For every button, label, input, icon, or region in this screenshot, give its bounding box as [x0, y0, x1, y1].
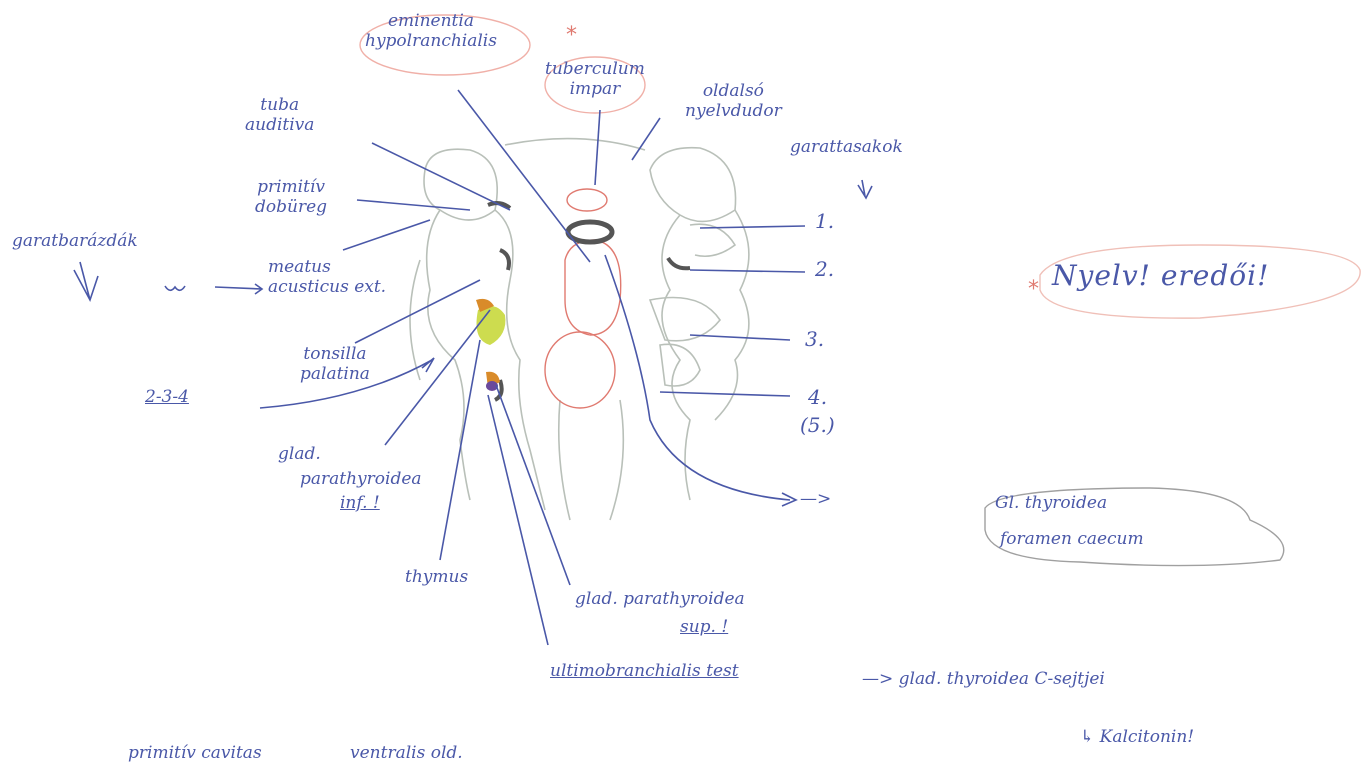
- asterisk-marks: * *: [566, 23, 1039, 302]
- parathyroid-inf-color: [476, 298, 494, 312]
- label-foramen-caecum: foramen caecum: [1000, 529, 1144, 549]
- arrows: [73, 179, 873, 507]
- label-tonsilla-palatina: tonsilla palatina: [300, 344, 370, 384]
- label-meatus: meatus acusticus ext.: [268, 257, 387, 297]
- label-c-sejtjei: —> glad. thyroidea C-sejtjei: [862, 669, 1105, 689]
- label-kalcitonin: ↳ Kalcitonin!: [1080, 727, 1195, 747]
- label-primitiv-cavitas: primitív cavitas: [128, 743, 262, 763]
- thyroid-outline: [984, 487, 1285, 567]
- tonsilla-color: [476, 306, 506, 345]
- svg-text:*: *: [566, 23, 577, 48]
- label-tuberculum-impar: tuberculum impar: [545, 59, 645, 99]
- eminentia-outline: [359, 14, 531, 76]
- label-number-3: 3.: [805, 327, 825, 351]
- label-number-2: 2.: [815, 257, 835, 281]
- label-foramen-arrow: —>: [800, 489, 832, 509]
- label-gl-thyroidea: Gl. thyroidea: [995, 493, 1108, 513]
- label-thymus: thymus: [405, 567, 469, 587]
- label-glad-sup-line2: sup. !: [680, 617, 729, 637]
- right-arrow-icon: [214, 283, 264, 295]
- nyelv-outline: [1039, 244, 1361, 319]
- ultimobranchial-color: [486, 381, 498, 391]
- label-garatbarazdak: garatbarázdák: [12, 231, 138, 251]
- svg-text:*: *: [1028, 277, 1039, 302]
- label-ventralis-old: ventralis old.: [350, 743, 463, 763]
- label-garattasakok: garattasakok: [790, 137, 903, 157]
- label-tuba-auditiva: tuba auditiva: [245, 95, 315, 135]
- pharynx-pencil-sketch: [409, 137, 750, 521]
- epiglottal-swelling-shape: [544, 331, 616, 409]
- down-arrow-icon: [73, 261, 99, 303]
- label-nyelv-eredoi: Nyelv! eredői!: [1052, 259, 1270, 292]
- gland-colors: [476, 298, 506, 391]
- label-eminentia: eminentia hypolranchialis: [365, 11, 497, 51]
- label-2-3-4: 2-3-4: [145, 387, 189, 407]
- label-glad-inf-line3: inf. !: [340, 493, 380, 513]
- tuberculum-impar-shape: [566, 188, 608, 212]
- label-glad-inf-line2: parathyroidea: [300, 469, 422, 489]
- tongue-primordia-red: [359, 14, 1361, 409]
- label-ultimobranchialis: ultimobranchialis test: [550, 661, 739, 681]
- label-glad-sup-line1: glad. parathyroidea: [575, 589, 745, 609]
- hand-arrow-icon: [164, 285, 186, 292]
- label-glad-inf-line1: glad.: [278, 444, 321, 464]
- pharyngeal-pouch-marks: [487, 201, 691, 402]
- label-oldalso-nyelvdudor: oldalsó nyelvdudor: [685, 81, 782, 121]
- label-number-5: (5.): [800, 413, 835, 437]
- leader-lines: [259, 89, 806, 646]
- tongue-body-shape: [564, 239, 622, 336]
- tuberculum-outline: [544, 56, 646, 114]
- foramen-ring: [565, 219, 615, 245]
- label-number-1: 1.: [815, 209, 835, 233]
- label-primitiv-dobureg: primitív dobüreg: [255, 177, 328, 217]
- down-arrow-icon: [857, 179, 873, 200]
- label-number-4: 4.: [808, 385, 828, 409]
